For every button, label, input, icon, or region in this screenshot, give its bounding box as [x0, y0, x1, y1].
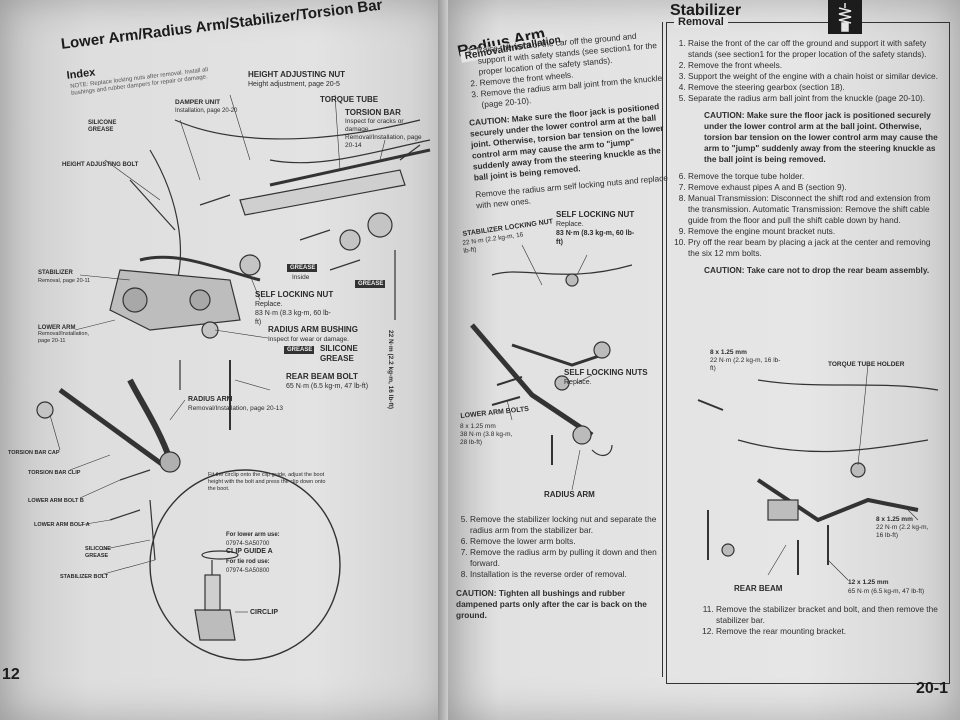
stabilizer-title: Stabilizer: [670, 2, 742, 19]
radius-arm-step-6: Remove the lower arm bolts.: [470, 536, 666, 547]
left-page-number: 12: [2, 666, 20, 683]
radius-arm-bottom-step-list: Remove the stabilizer locking nut and se…: [456, 514, 666, 580]
stabilizer-step-6: Remove the torque tube holder.: [688, 171, 942, 182]
label-bolt-torque-top: 22 N·m (2.2 kg-m, 16 lb-ft): [710, 357, 781, 372]
radius-arm-caution-2: CAUTION: Tighten all bushings and rubber…: [456, 588, 647, 620]
shock-absorber-icon: [828, 0, 862, 34]
callout-torsion-bar-clip: TORSION BAR CLIP: [28, 470, 81, 476]
radius-arm-step-5: Remove the stabilizer locking nut and se…: [470, 514, 666, 536]
callout-torque-tube: TORQUE TUBE: [320, 95, 379, 104]
callout-rear-beam-bolt-torque: 65 N·m (6.5 kg-m, 47 lb-ft): [286, 383, 369, 390]
label-self-locking-nut: SELF LOCKING NUT: [556, 210, 635, 219]
callout-self-locking-nut: SELF LOCKING NUT: [255, 290, 334, 299]
grease-label-1: GREASE: [290, 265, 316, 271]
radius-arm-box: [452, 22, 663, 677]
label-lower-arm-bolts-torque: 38 N·m (3.8 kg-m, 28 lb-ft): [460, 431, 513, 446]
stabilizer-step-list: Raise the front of the car off the groun…: [674, 38, 942, 104]
radius-arm-caution-1: CAUTION: Make sure the floor jack is pos…: [468, 101, 664, 183]
stabilizer-step-9: Remove the engine mount bracket nuts.: [688, 226, 942, 237]
callout-lower-arm-bolt-b: LOWER ARM BOLT B: [28, 498, 84, 504]
stabilizer-step-list-2: Remove the torque tube holder. Remove ex…: [674, 171, 942, 259]
stabilizer-step-2: Remove the front wheels.: [688, 60, 942, 71]
callout-height-adjusting-bolt: HEIGHT ADJUSTING BOLT: [62, 162, 139, 168]
grease-label-3: GREASE: [287, 347, 313, 353]
label-torque-tube-holder: TORQUE TUBE HOLDER: [828, 361, 905, 368]
callout-lower-arm-bolt-a: LOWER ARM BOLT A: [34, 522, 90, 528]
stabilizer-step-11: Remove the stabilizer bracket and bolt, …: [716, 604, 942, 626]
callout-stabilizer-bolt: STABILIZER BOLT: [60, 574, 109, 580]
radius-arm-step-7: Remove the radius arm by pulling it down…: [470, 547, 666, 569]
right-page-number: 20-1: [916, 680, 949, 697]
label-bolt-torque-right: 22 N·m (2.2 kg-m, 16 lb-ft): [876, 524, 929, 539]
clip-guide-a: CLIP GUIDE A: [226, 548, 273, 555]
radius-arm-bottom-steps: Remove the stabilizer locking nut and se…: [456, 514, 666, 622]
label-self-locking-nut-replace: Replace.: [556, 221, 584, 228]
label-self-locking-nuts: SELF LOCKING NUTS: [564, 368, 648, 377]
for-tie-rod-use: For tie rod use:: [226, 559, 270, 565]
stabilizer-caution-1: CAUTION: Make sure the floor jack is pos…: [704, 110, 938, 164]
callout-self-locking-nut-replace: Replace.: [255, 301, 283, 308]
stabilizer-section: Removal: [674, 16, 728, 28]
label-self-locking-nut-torque: 83 N·m (8.3 kg-m, 60 lb-ft): [556, 230, 635, 246]
callout-radius-arm-bushing: RADIUS ARM BUSHING: [268, 325, 358, 334]
grease-label-2: GREASE: [358, 281, 384, 287]
circlip-label: CIRCLIP: [250, 609, 278, 616]
stabilizer-steps-final: Remove the stabilizer bracket and bolt, …: [702, 604, 942, 637]
radius-arm-steps: Raise the front of the car off the groun…: [462, 25, 674, 213]
stabilizer-diagram: [697, 364, 939, 581]
stabilizer-step-7: Remove exhaust pipes A and B (section 9)…: [688, 182, 942, 193]
tool-2: 07974-SA50800: [226, 568, 270, 574]
callout-torsion-bar-cap: TORSION BAR CAP: [8, 450, 60, 456]
callout-height-adjusting-nut-sub: Height adjustment, page 20-5: [248, 81, 340, 88]
callout-radius-arm-bushing-sub: Inspect for wear or damage.: [268, 336, 349, 343]
label-bolt-size-top: 8 x 1.25 mm: [710, 349, 747, 356]
left-page: Lower Arm/Radius Arm/Stabilizer/Torsion …: [0, 0, 450, 720]
callout-radius-arm: RADIUS ARM: [188, 396, 233, 403]
circlip-note: Fit the circlip onto the clip guide, adj…: [208, 472, 326, 492]
tool-1: 07974-SA50700: [226, 541, 270, 547]
stabilizer-step-4: Remove the steering gearbox (section 18)…: [688, 82, 942, 93]
callout-inside: Inside: [292, 274, 310, 281]
stabilizer-step-5: Separate the radius arm ball joint from …: [688, 93, 942, 104]
stabilizer-step-3: Support the weight of the engine with a …: [688, 71, 942, 82]
callout-damper-unit-sub: Installation, page 20-20: [175, 108, 238, 114]
suspension-exploded-diagram: [36, 94, 431, 661]
callout-torque-22: 22 N·m (2.2 kg-m, 16 lb-ft): [387, 330, 394, 410]
callout-lower-arm-sub: Removal/Installation, page 20-11: [38, 331, 90, 344]
callout-lower-arm: LOWER ARM: [38, 325, 76, 331]
radius-arm-diagram: [470, 244, 633, 491]
callout-stabilizer: STABILIZER: [38, 270, 73, 276]
callout-silicone-grease: SILICONE GREASE: [320, 344, 358, 363]
stabilizer-caution-2: CAUTION: Take care not to drop the rear …: [704, 265, 930, 275]
stabilizer-step-10: Pry off the rear beam by placing a jack …: [688, 237, 942, 259]
callout-silicone-grease-top: SILICONE GREASE: [88, 120, 117, 133]
label-radius-arm: RADIUS ARM: [544, 490, 595, 499]
label-lower-arm-bolts-size: 8 x 1.25 mm: [460, 423, 496, 430]
callout-torsion-bar-sub: Inspect for cracks or damage. Removal/In…: [345, 118, 422, 149]
label-rear-beam-torque: 65 N·m (6.5 kg-m, 47 lb-ft): [848, 588, 925, 595]
radius-arm-step-list: Raise the front of the car off the groun…: [462, 29, 665, 112]
right-page: Radius Arm Removal/Installation Raise th…: [448, 0, 960, 720]
stabilizer-step-8: Manual Transmission: Disconnect the shif…: [688, 193, 942, 226]
label-self-locking-nuts-replace: Replace.: [564, 379, 592, 386]
callout-radius-arm-sub: Removal/Installation, page 20-13: [188, 405, 284, 412]
label-rear-beam-size: 12 x 1.25 mm: [848, 579, 889, 586]
label-bolt-size-right: 8 x 1.25 mm: [876, 516, 913, 523]
callout-torsion-bar: TORSION BAR: [345, 108, 401, 117]
stabilizer-step-list-3: Remove the stabilizer bracket and bolt, …: [702, 604, 942, 637]
callout-damper-unit: DAMPER UNIT: [175, 99, 221, 106]
label-rear-beam: REAR BEAM: [734, 584, 783, 593]
stabilizer-box: [666, 22, 950, 684]
stabilizer-steps: Raise the front of the car off the groun…: [674, 38, 942, 276]
for-lower-arm-use: For lower arm use:: [226, 532, 280, 538]
stabilizer-step-1: Raise the front of the car off the groun…: [688, 38, 942, 60]
callout-self-locking-nut-torque: 83 N·m (8.3 kg-m, 60 lb-ft): [255, 310, 331, 326]
callout-rear-beam-bolt: REAR BEAM BOLT: [286, 372, 358, 381]
callout-height-adjusting-nut: HEIGHT ADJUSTING NUT: [248, 70, 346, 79]
radius-arm-step-8: Installation is the reverse order of rem…: [470, 569, 666, 580]
callout-stabilizer-sub: Removal, page 20-11: [38, 278, 91, 284]
stabilizer-step-12: Remove the rear mounting bracket.: [716, 626, 942, 637]
callout-silicone-grease-bottom: SILICONE GREASE: [85, 546, 111, 559]
